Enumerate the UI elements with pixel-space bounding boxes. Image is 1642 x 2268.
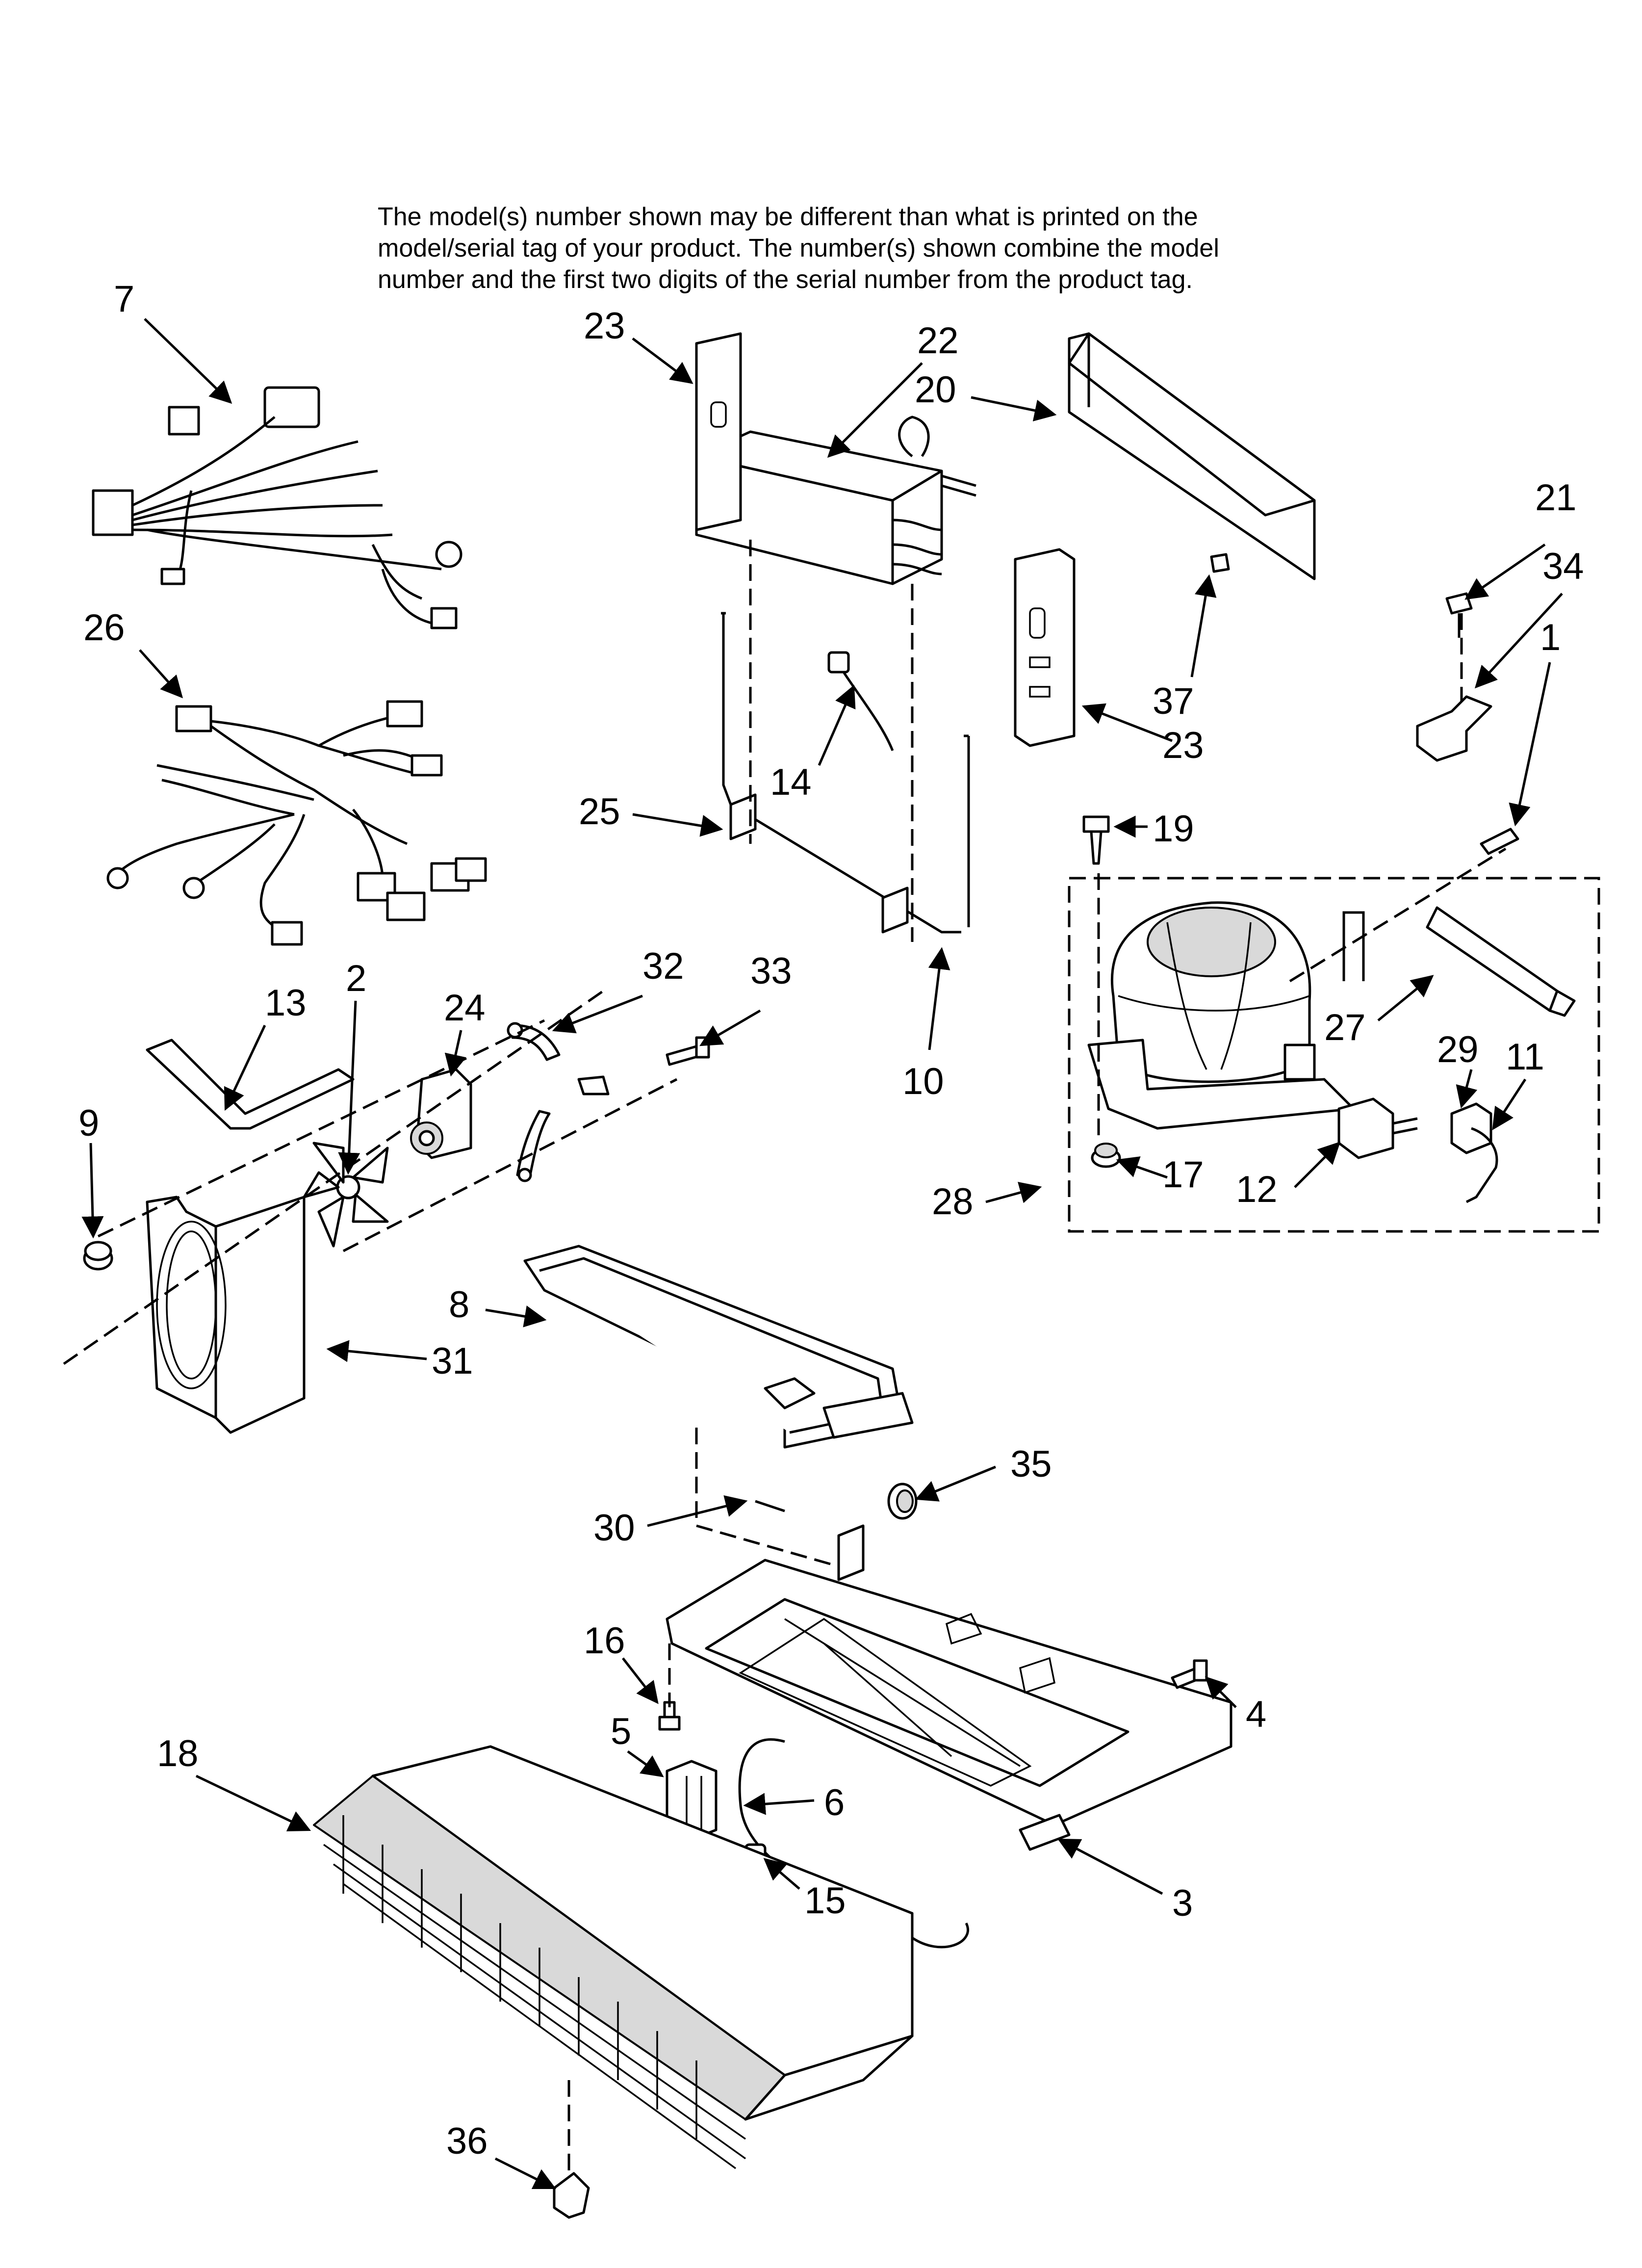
callout-4: 4: [1246, 1694, 1266, 1735]
callout-13: 13: [265, 982, 307, 1024]
power-cord: [1465, 1127, 1498, 1203]
clip-37: [1210, 553, 1230, 573]
note-line-1: The model(s) number shown may be differe…: [378, 203, 1198, 231]
callout-20: 20: [915, 369, 956, 411]
cover-channel: [1068, 332, 1316, 580]
guide-line: [97, 1019, 545, 1238]
screw-19: [1082, 815, 1110, 865]
callout-17: 17: [1162, 1154, 1204, 1196]
callout-16: 16: [584, 1620, 625, 1662]
callout-14: 14: [770, 761, 812, 803]
callout-33: 33: [750, 950, 792, 992]
callout-30: 30: [593, 1507, 635, 1549]
note-line-2: model/serial tag of your product. The nu…: [378, 234, 1219, 262]
fan-shroud: [146, 1196, 306, 1434]
callout-labels: 7 26 23 22 20 37 23 21 34 1 14 25 19 10 …: [78, 278, 1584, 2162]
connector-30: [755, 1500, 785, 1512]
gasket-strip: [146, 1039, 355, 1130]
condenser-coil: [313, 1745, 914, 2169]
callout-12: 12: [1236, 1169, 1278, 1210]
screw-33: [666, 1036, 710, 1066]
callout-31: 31: [432, 1340, 473, 1382]
drain-pan: [523, 1245, 914, 1449]
callout-2: 2: [346, 958, 366, 999]
callout-19: 19: [1153, 808, 1194, 850]
front-bracket: [1019, 1814, 1071, 1851]
callout-18: 18: [157, 1733, 199, 1774]
callout-35: 35: [1010, 1443, 1052, 1485]
model-number-note: The model(s) number shown may be differe…: [378, 201, 1359, 295]
callout-29: 29: [1437, 1029, 1479, 1070]
callout-8: 8: [449, 1284, 469, 1326]
screw-4: [1171, 1659, 1208, 1689]
callout-9: 9: [78, 1102, 99, 1144]
filter-drier: [1426, 906, 1576, 1017]
note-line-3: number and the first two digits of the s…: [378, 265, 1193, 294]
evaporator-bracket-left: [695, 332, 742, 531]
start-relay: [1337, 1097, 1418, 1159]
compressor-grommet: [1091, 1143, 1121, 1168]
callout-15: 15: [804, 1880, 846, 1922]
guide-line: [342, 1078, 678, 1252]
callout-21: 21: [1535, 477, 1577, 519]
screw-21: [1445, 592, 1473, 638]
callout-26: 26: [83, 607, 125, 649]
callout-22: 22: [917, 320, 959, 362]
callout-32: 32: [642, 945, 684, 987]
leader-lines: [81, 318, 1563, 2190]
callout-34: 34: [1542, 546, 1584, 587]
screw-1: [1480, 828, 1519, 855]
callout-1: 1: [1540, 617, 1561, 658]
callout-25: 25: [579, 791, 620, 833]
fan-motor: [410, 1068, 472, 1159]
wire-harness-secondary: [106, 700, 487, 946]
callout-10: 10: [902, 1061, 944, 1102]
callout-23-bottom: 23: [1162, 725, 1204, 766]
condenser-clip: [553, 2172, 590, 2219]
callout-7: 7: [114, 278, 134, 320]
callout-37: 37: [1153, 680, 1194, 722]
callout-11: 11: [1506, 1036, 1544, 1078]
guide-line: [1289, 847, 1507, 983]
base-pan: [666, 1524, 1232, 1826]
thermistor: [827, 651, 894, 751]
grommet: [83, 1241, 113, 1271]
callout-23-top: 23: [584, 305, 625, 347]
compressor: [1087, 901, 1365, 1130]
callout-24: 24: [444, 987, 486, 1029]
callout-3: 3: [1172, 1882, 1193, 1924]
screw-16: [658, 1701, 681, 1731]
mounting-bracket-34: [1416, 695, 1492, 762]
guide-line: [63, 990, 604, 1365]
capacitor-35: [887, 1483, 918, 1520]
callout-5: 5: [611, 1711, 631, 1752]
callout-6: 6: [824, 1782, 845, 1824]
callout-36: 36: [446, 2120, 488, 2162]
motor-bracket: [507, 1022, 610, 1182]
fan-blade: [303, 1142, 389, 1248]
wire-harness-main: [92, 386, 462, 629]
callout-28: 28: [932, 1181, 974, 1223]
evaporator-heater: [721, 612, 970, 934]
callout-27: 27: [1324, 1007, 1366, 1048]
evaporator-bracket-right: [1014, 548, 1076, 747]
